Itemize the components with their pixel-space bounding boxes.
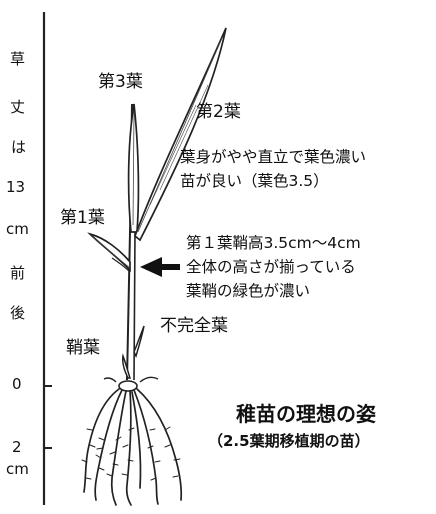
label-second-leaf: 第2葉	[196, 102, 241, 122]
label-incomplete-leaf: 不完全葉	[160, 316, 228, 336]
note-sheath-line-2: 全体の高さが揃っている	[186, 258, 356, 276]
axis-unit-label: cm	[6, 460, 29, 478]
axis-label-char-6: 前	[10, 264, 26, 282]
axis-zero-label: 0	[12, 375, 22, 393]
arrow-icon	[140, 257, 180, 277]
note-sheath-line-3: 葉鞘の緑色が濃い	[186, 282, 311, 300]
axis-label-char-2: 丈	[10, 98, 26, 116]
note-sheath-line-1: 第１葉鞘高3.5cm～4cm	[186, 234, 361, 252]
coleoptile-leaf	[122, 353, 132, 379]
label-coleoptile: 鞘葉	[66, 338, 100, 358]
seed	[118, 380, 138, 392]
axis-label-char-7: 後	[10, 304, 26, 322]
diagram-subtitle: （2.5葉期移植期の苗）	[208, 432, 370, 450]
roots	[81, 388, 183, 506]
diagram-title: 稚苗の理想の姿	[236, 402, 376, 426]
label-first-leaf: 第1葉	[60, 208, 105, 228]
axis-label-char-5: cm	[6, 220, 29, 238]
axis-label-char-3: は	[11, 138, 27, 156]
incomplete-leaf	[133, 325, 145, 359]
axis-label-char-1: 草	[10, 50, 26, 68]
note-blade-line-1: 葉身がやや直立で葉色濃い	[180, 148, 367, 166]
note-blade-line-2: 苗が良い（葉色3.5）	[180, 172, 329, 190]
label-third-leaf: 第3葉	[98, 72, 143, 92]
axis-two-label: 2	[12, 438, 22, 456]
axis-label-char-4: 13	[6, 178, 26, 196]
